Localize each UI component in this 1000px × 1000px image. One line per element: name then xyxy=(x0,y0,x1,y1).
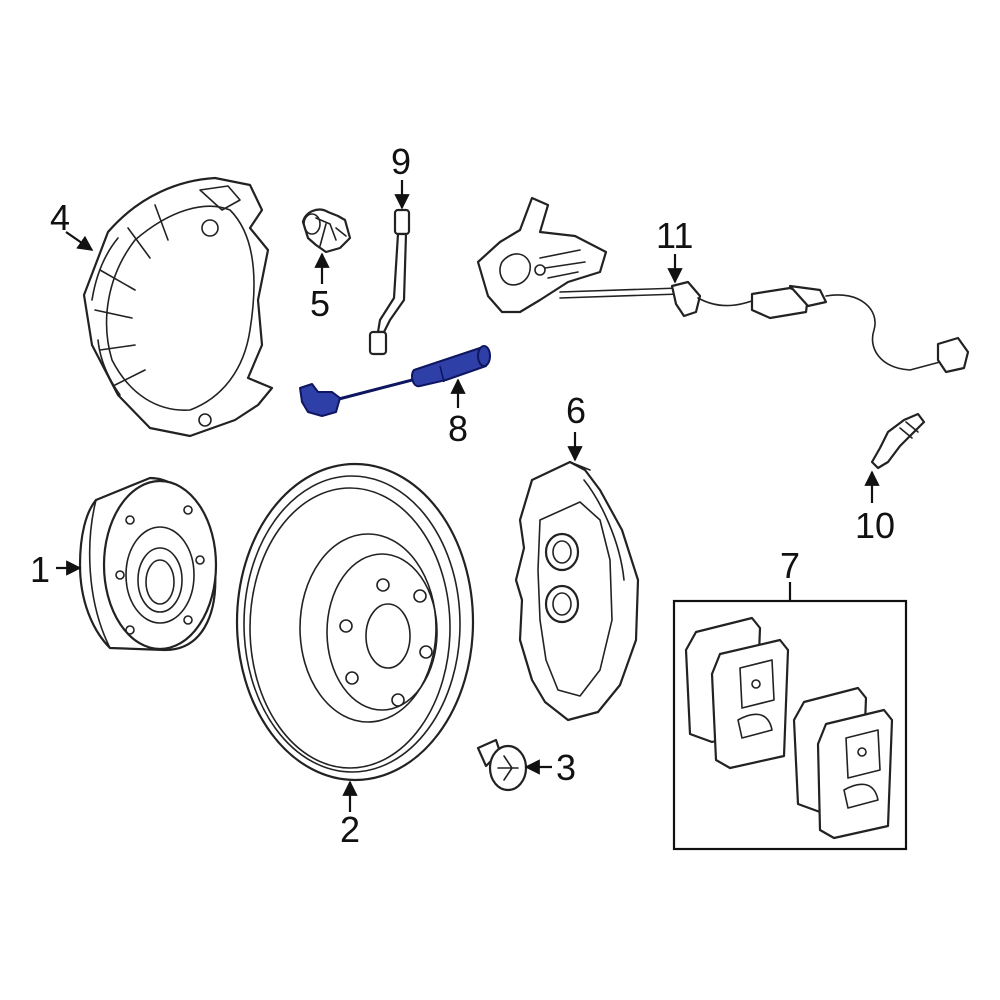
callout-10: 10 xyxy=(855,505,895,546)
wear-sensor-part-8-highlighted[interactable] xyxy=(299,345,491,417)
callout-9: 9 xyxy=(391,141,411,182)
sensor-harness-part-11[interactable] xyxy=(476,196,970,374)
callout-labels: 4 5 9 8 11 10 6 7 1 2 3 xyxy=(30,141,895,850)
rotor-part-2[interactable] xyxy=(235,462,475,782)
callout-3: 3 xyxy=(556,747,576,788)
callout-11: 11 xyxy=(656,215,693,256)
callout-5: 5 xyxy=(310,283,330,324)
caliper-part-6[interactable] xyxy=(514,460,640,722)
leader-lines xyxy=(56,180,880,812)
callout-6: 6 xyxy=(566,390,586,431)
screw-part-3[interactable] xyxy=(476,738,528,792)
callout-4: 4 xyxy=(50,197,70,238)
bolt-part-5[interactable] xyxy=(301,208,352,254)
callout-1: 1 xyxy=(30,549,50,590)
brake-pads-part-7[interactable] xyxy=(672,599,908,851)
hub-bearing-part-1[interactable] xyxy=(78,476,218,652)
wear-sensor-part-9[interactable] xyxy=(368,208,411,356)
dust-shield-part[interactable] xyxy=(82,176,274,438)
sensor-part-10[interactable] xyxy=(870,412,926,470)
callout-2: 2 xyxy=(340,809,360,850)
callout-7: 7 xyxy=(780,545,800,586)
callout-8: 8 xyxy=(448,408,468,449)
